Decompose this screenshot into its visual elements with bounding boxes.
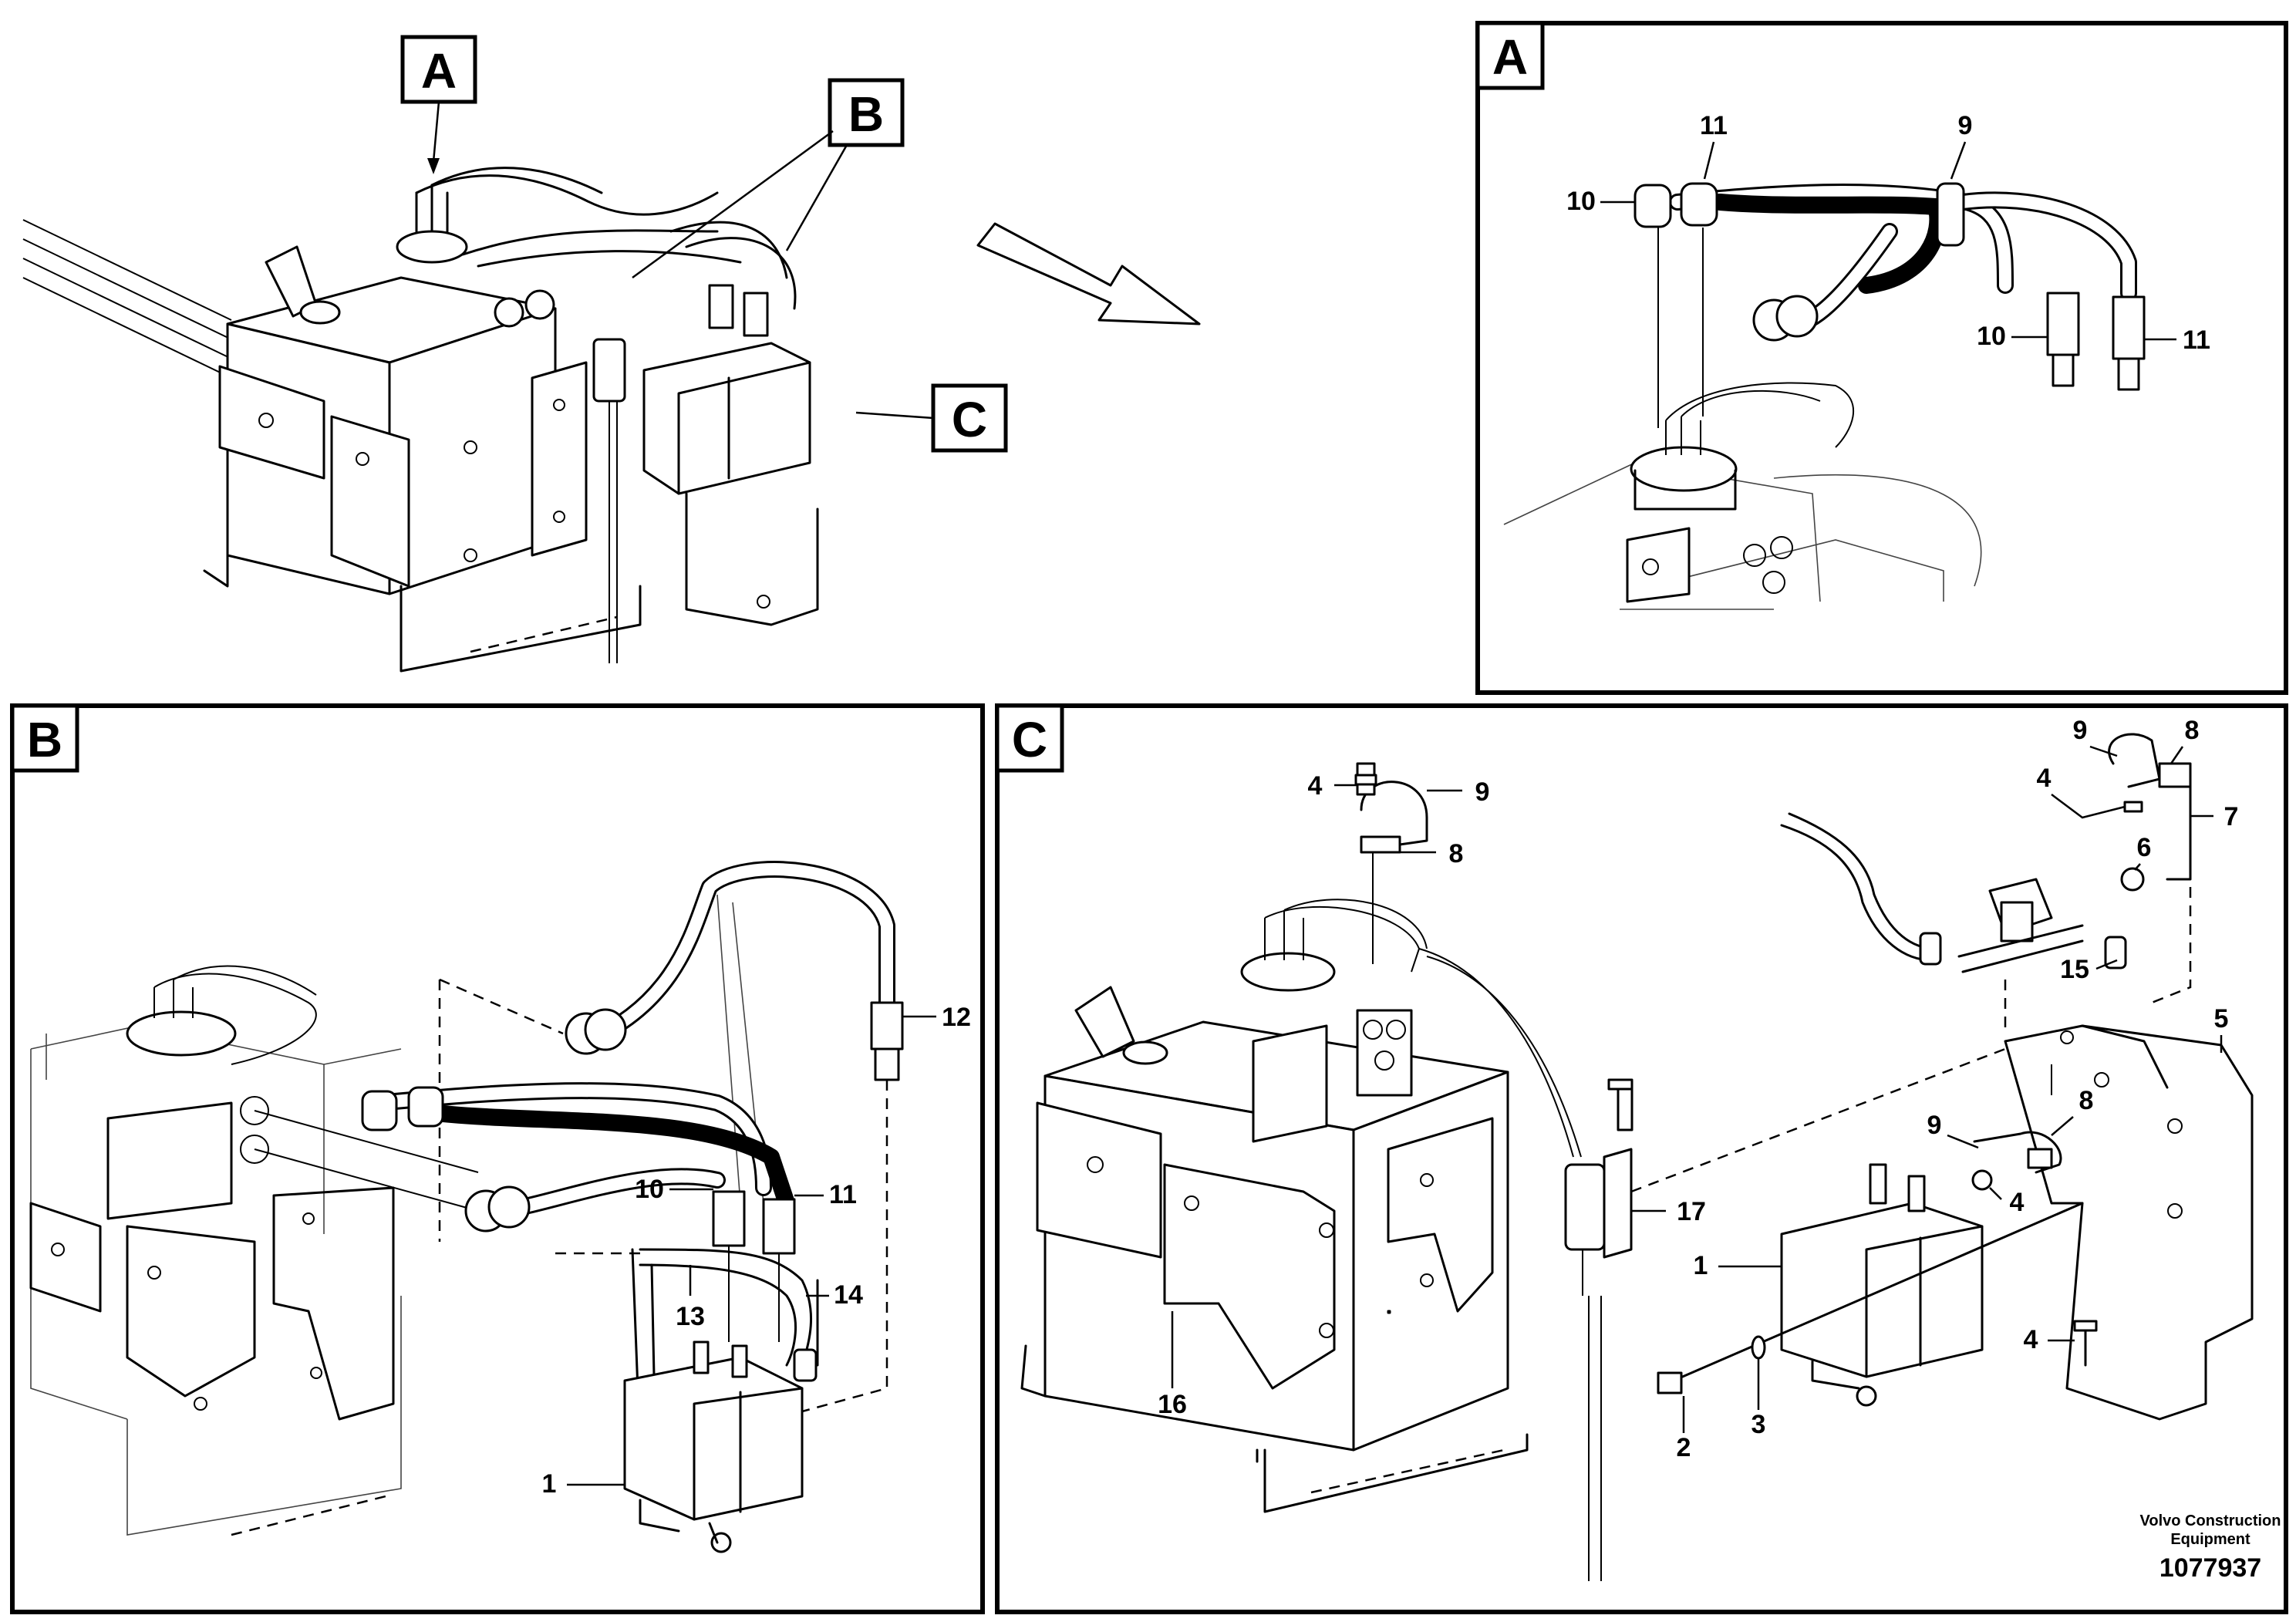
detail-c-leader-15 xyxy=(2095,959,2118,970)
detail-c-callout-4-topright: 4 xyxy=(2037,764,2052,793)
detail-c-callout-4-top: 4 xyxy=(1308,771,1323,801)
detail-a-callout-11-top: 11 xyxy=(1700,111,1728,140)
detail-b-illustration xyxy=(29,861,904,1553)
detail-b-tag-label: B xyxy=(27,712,62,767)
detail-a-frame xyxy=(1475,21,2288,695)
brand-line-1: Volvo Construction xyxy=(2140,1512,2281,1529)
detail-c-callout-16: 16 xyxy=(1158,1390,1187,1419)
overview-tag-b[interactable]: B xyxy=(828,78,905,147)
overview-illustration xyxy=(22,167,819,673)
detail-b-callout-12: 12 xyxy=(942,1003,971,1032)
overview-tag-a[interactable]: A xyxy=(400,35,477,104)
detail-c-callout-15: 15 xyxy=(2060,955,2089,984)
detail-c-callout-8-mid: 8 xyxy=(2079,1086,2094,1115)
detail-b-tag: B xyxy=(10,703,79,773)
detail-c-callout-2: 2 xyxy=(1677,1433,1691,1462)
detail-a-illustration xyxy=(1503,182,2146,610)
overview-tag-a-label: A xyxy=(421,43,457,99)
detail-b-callout-1: 1 xyxy=(542,1469,557,1499)
detail-a-callout-10-right: 10 xyxy=(1977,322,2006,351)
detail-c-tag: C xyxy=(995,703,1064,773)
detail-a-tag-label: A xyxy=(1492,29,1528,85)
detail-c-callout-4-mid: 4 xyxy=(2010,1188,2025,1217)
detail-b-callout-13: 13 xyxy=(676,1302,705,1331)
detail-c-leader-6 xyxy=(2134,863,2141,871)
detail-c-illustration xyxy=(1020,733,2254,1581)
detail-a-tag: A xyxy=(1475,21,1545,90)
detail-a-leader-9 xyxy=(1950,141,1967,180)
detail-c-frame xyxy=(995,703,2288,1614)
brand-line-2: Equipment xyxy=(2170,1531,2250,1548)
overview-tag-c[interactable]: C xyxy=(931,383,1008,453)
detail-c-leader-4-mid xyxy=(1989,1187,2002,1200)
detail-c-callout-1: 1 xyxy=(1694,1251,1708,1280)
detail-b-callout-10: 10 xyxy=(635,1175,664,1204)
detail-c-callout-5: 5 xyxy=(2214,1004,2229,1034)
detail-c-leader-9-topright xyxy=(2089,745,2118,757)
detail-b-callout-11: 11 xyxy=(829,1180,857,1209)
detail-b-callout-14: 14 xyxy=(834,1280,863,1310)
detail-c-callout-9-top: 9 xyxy=(1475,777,1490,807)
detail-a-callout-11-right: 11 xyxy=(2183,325,2210,355)
detail-c-callout-4-bottom: 4 xyxy=(2024,1325,2038,1354)
detail-c-callout-7: 7 xyxy=(2224,802,2239,831)
detail-c-callout-9-topright: 9 xyxy=(2073,716,2088,745)
overview-tag-b-label: B xyxy=(848,86,884,142)
view-direction-arrow xyxy=(976,222,1201,325)
detail-c-leader-8-topright xyxy=(2170,746,2184,764)
detail-a-leader-11-top xyxy=(1703,141,1715,180)
detail-c-callout-8-topright: 8 xyxy=(2185,716,2200,745)
detail-a-callout-10-left: 10 xyxy=(1566,187,1596,216)
detail-c-tag-label: C xyxy=(1012,712,1047,767)
overview-leader-c xyxy=(855,411,934,420)
detail-c-callout-8-top: 8 xyxy=(1449,839,1464,868)
detail-c-callout-6: 6 xyxy=(2137,833,2152,862)
document-number: 1077937 xyxy=(2159,1553,2261,1583)
detail-b-frame xyxy=(10,703,985,1614)
overview-leader-b xyxy=(632,130,848,279)
overview-leader-a xyxy=(432,101,440,163)
detail-c-callout-9-mid: 9 xyxy=(1927,1111,1942,1140)
overview-tag-c-label: C xyxy=(952,392,987,447)
detail-c-leader-4-topright xyxy=(2051,794,2126,819)
detail-c-callout-3: 3 xyxy=(1752,1410,1766,1439)
overview-arrow-a xyxy=(427,158,440,174)
detail-c-callout-17: 17 xyxy=(1677,1197,1706,1226)
detail-a-callout-9: 9 xyxy=(1958,111,1973,140)
detail-c-leader-9-mid xyxy=(1947,1134,1979,1149)
detail-c-leader-8-mid xyxy=(2051,1116,2074,1136)
